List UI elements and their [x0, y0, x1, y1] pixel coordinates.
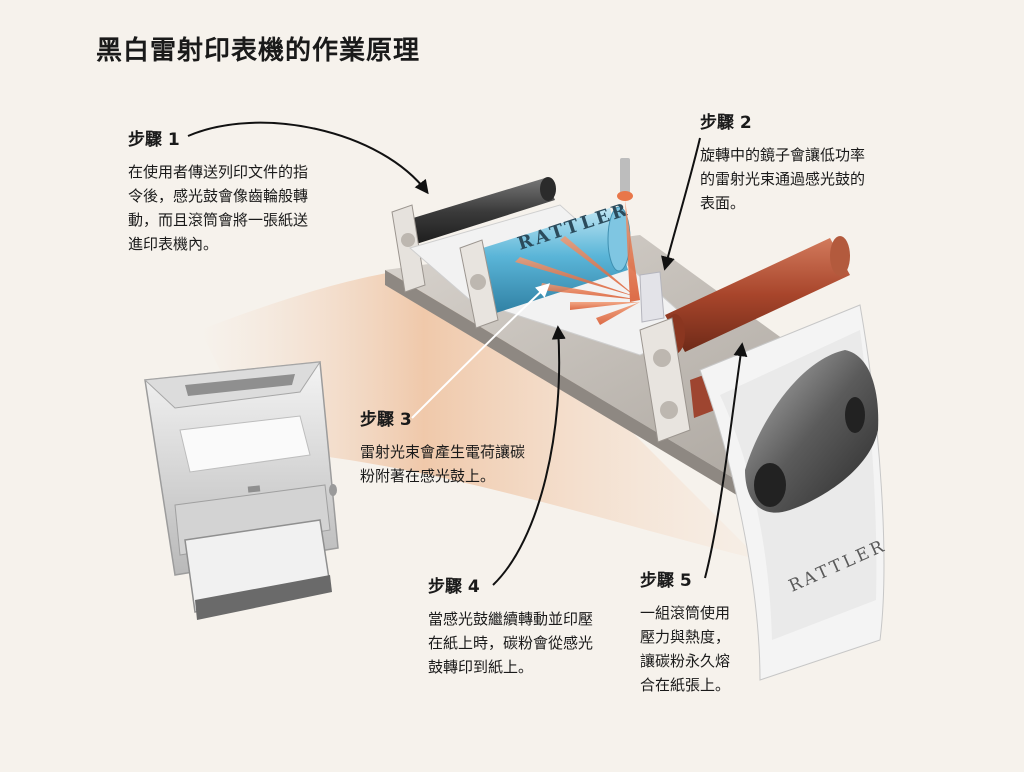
- step-2-text: 旋轉中的鏡子會讓低功率 的雷射光束通過感光鼓的 表面。: [700, 146, 866, 212]
- diagram-title: 黑白雷射印表機的作業原理: [96, 36, 421, 66]
- step-5-heading: 步驟 5: [640, 571, 692, 591]
- toner-roller: [391, 177, 556, 293]
- step-4-heading: 步驟 4: [428, 577, 480, 597]
- step-3-heading: 步驟 3: [360, 410, 412, 430]
- step-4-text: 當感光鼓繼續轉動並印壓 在紙上時，碳粉會從感光 鼓轉印到紙上。: [428, 610, 594, 676]
- laser-assembly: [617, 158, 665, 323]
- step-4-callout: 步驟 4 當感光鼓繼續轉動並印壓 在紙上時，碳粉會從感光 鼓轉印到紙上。: [428, 572, 608, 679]
- step-5-text: 一組滾筒使用 壓力與熱度， 讓碳粉永久熔 合在紙張上。: [640, 604, 731, 694]
- step-3-callout: 步驟 3 雷射光束會產生電荷讓碳 粉附著在感光鼓上。: [360, 405, 540, 488]
- step-2-callout: 步驟 2 旋轉中的鏡子會讓低功率 的雷射光束通過感光鼓的 表面。: [700, 108, 900, 215]
- step1-arrow: [187, 121, 429, 195]
- fuser-roller: [639, 236, 850, 443]
- step5-arrow: [704, 342, 748, 579]
- printed-page: RATTLER: [699, 304, 890, 681]
- step-5-callout: 步驟 5 一組滾筒使用 壓力與熱度， 讓碳粉永久熔 合在紙張上。: [640, 566, 760, 697]
- step-1-callout: 步驟 1 在使用者傳送列印文件的指 令後，感光鼓會像齒輪般轉 動，而且滾筒會將一…: [128, 125, 318, 256]
- step-2-heading: 步驟 2: [700, 113, 752, 133]
- step-1-heading: 步驟 1: [128, 130, 180, 150]
- step4-arrow: [492, 325, 566, 586]
- background-fan: [200, 267, 760, 560]
- step3-arrow: [411, 283, 551, 419]
- step-1-text: 在使用者傳送列印文件的指 令後，感光鼓會像齒輪般轉 動，而且滾筒會將一張紙送 進…: [128, 163, 309, 253]
- laser-printer-icon: [143, 361, 339, 620]
- laser-beams: [515, 200, 640, 325]
- step-3-text: 雷射光束會產生電荷讓碳 粉附著在感光鼓上。: [360, 443, 526, 485]
- step2-arrow: [661, 137, 701, 271]
